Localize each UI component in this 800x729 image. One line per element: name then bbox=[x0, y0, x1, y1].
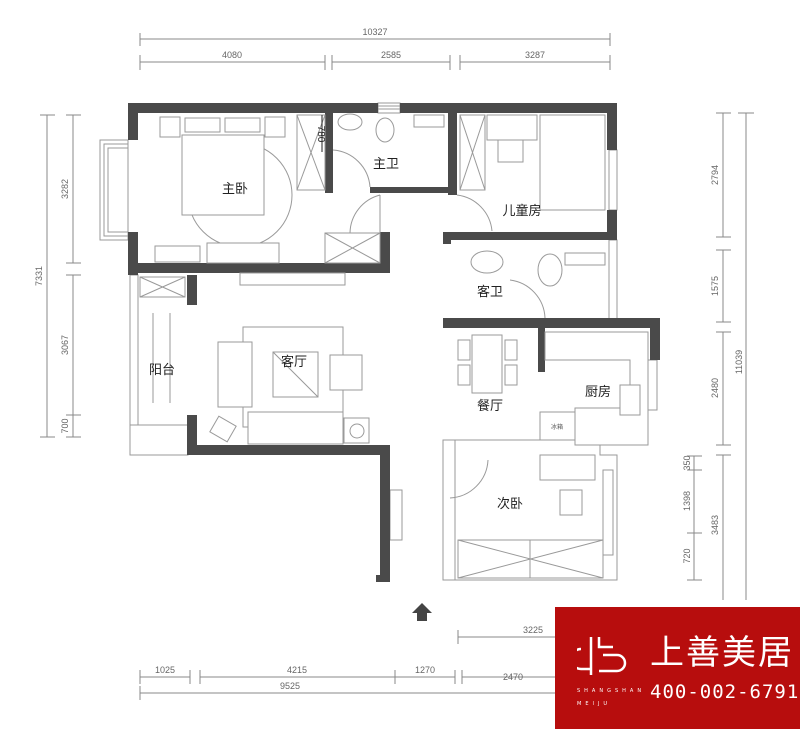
dining-table bbox=[471, 334, 503, 394]
label-kids-room: 儿童房 bbox=[502, 203, 541, 219]
dim-right-inner-1: 350 bbox=[682, 455, 692, 470]
armchair bbox=[329, 354, 363, 391]
kitchen-counter bbox=[544, 331, 649, 446]
logo-phone: 400-002-6791 bbox=[650, 681, 800, 703]
dim-top-3: 3287 bbox=[525, 50, 545, 60]
dimension-lines bbox=[40, 33, 754, 700]
label-dining: 餐厅 bbox=[477, 398, 503, 414]
dim-right-3: 2480 bbox=[710, 378, 720, 398]
dim-left-3: 700 bbox=[60, 418, 70, 433]
label-guest-bath: 客卫 bbox=[477, 284, 503, 300]
fridge bbox=[539, 411, 576, 441]
dim-bottom-3: 1270 bbox=[415, 665, 435, 675]
logo-name: 上善美居 bbox=[650, 633, 794, 673]
dim-top-total: 10327 bbox=[362, 27, 387, 37]
dim-right-2: 1575 bbox=[710, 276, 720, 296]
dim-left-2: 3067 bbox=[60, 335, 70, 355]
dim-left-1: 3282 bbox=[60, 179, 70, 199]
dim-bottom-total: 9525 bbox=[280, 681, 300, 691]
dim-top-2: 2585 bbox=[381, 50, 401, 60]
arrow-up-icon bbox=[412, 603, 432, 621]
dim-bottom-2: 4215 bbox=[287, 665, 307, 675]
dim-top-1: 4080 bbox=[222, 50, 242, 60]
logo-pinyin-1: SHANGSHAN bbox=[577, 688, 646, 694]
label-kitchen: 厨房 bbox=[585, 384, 611, 400]
sofa-left bbox=[217, 341, 253, 408]
dim-right-total: 11039 bbox=[734, 350, 744, 374]
dim-bottom-upper: 3225 bbox=[523, 625, 543, 635]
dimension-labels: 10327 4080 2585 3287 7331 3282 3067 700 … bbox=[34, 27, 744, 691]
label-living-room: 客厅 bbox=[281, 354, 307, 370]
sofa bbox=[247, 411, 344, 445]
label-master-bedroom: 主卧 bbox=[222, 182, 248, 197]
room-labels: 主卧 主卫 儿童房 客卫 客厅 阳台 餐厅 厨房 次卧 冰箱 bbox=[149, 157, 611, 512]
doors bbox=[332, 149, 546, 499]
dim-left-total: 7331 bbox=[34, 266, 44, 286]
dim-right-1: 2794 bbox=[710, 165, 720, 185]
dim-right-4: 3483 bbox=[710, 515, 720, 535]
logo-mark-icon bbox=[577, 637, 627, 675]
dim-bottom-1: 1025 bbox=[155, 665, 175, 675]
label-balcony: 阳台 bbox=[149, 363, 175, 378]
dim-right-inner-2: 1398 bbox=[682, 491, 692, 511]
label-fridge: 冰箱 bbox=[551, 423, 563, 431]
dim-right-inner-3: 720 bbox=[682, 548, 692, 563]
closet-depth-label: 780 bbox=[315, 126, 326, 143]
walls bbox=[128, 103, 660, 582]
label-master-bath: 主卫 bbox=[373, 157, 399, 172]
kids-bed bbox=[539, 114, 606, 211]
label-second-bedroom: 次卧 bbox=[497, 496, 523, 512]
logo-pinyin-2: MEIJU bbox=[577, 701, 612, 707]
furniture bbox=[139, 113, 649, 579]
dim-bottom-4: 2470 bbox=[503, 672, 523, 682]
